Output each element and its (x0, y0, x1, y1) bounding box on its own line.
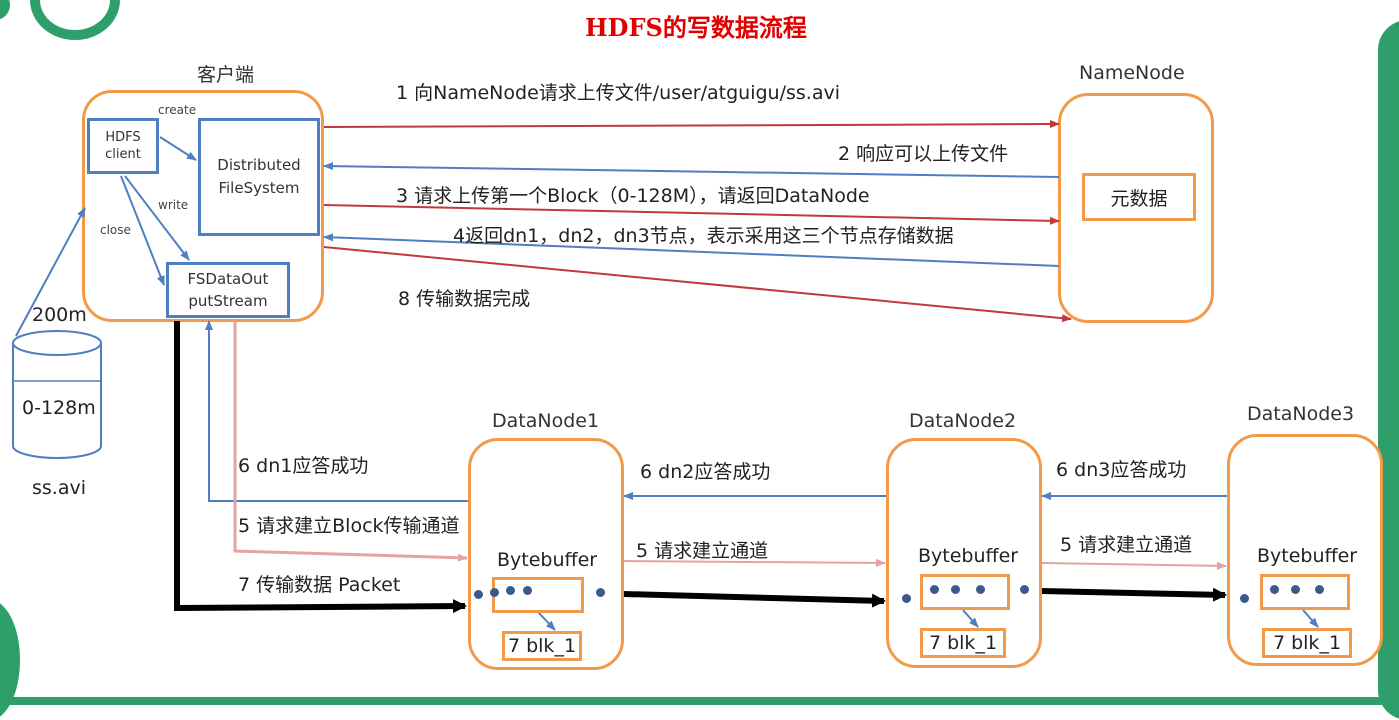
datanode3-blk-label: 7 blk_1 (1272, 632, 1342, 654)
hdfs-client-box[interactable]: HDFS client (87, 118, 159, 174)
packet-dot-dn2-2 (951, 585, 960, 594)
datanode3-label: DataNode3 (1247, 403, 1355, 425)
packet-dot-dn1-4 (596, 588, 605, 597)
create-label: create (158, 103, 197, 117)
distributed-filesystem-label: Distributed FileSystem (217, 156, 301, 197)
step1-label: 1 向NameNode请求上传文件/user/atguigu/ss.avi (396, 82, 840, 104)
step1-arrow (323, 120, 1060, 129)
step5-dn2-label: 5 请求建立通道 (636, 540, 769, 562)
packet-dot-dn2-1 (930, 585, 939, 594)
hdfs-client-label: HDFS client (105, 130, 141, 162)
datanode2-blk-label: 7 blk_1 (928, 632, 998, 654)
datanode1-label: DataNode1 (492, 410, 600, 432)
corner-logo-decor (30, 0, 120, 40)
step6-dn1-label: 6 dn1应答成功 (238, 455, 369, 477)
packet-dot-dn1-1 (490, 588, 499, 597)
datanode2-buffer-label: Bytebuffer (918, 545, 1019, 567)
datanode1-blk-label: 7 blk_1 (507, 635, 577, 657)
datanode1-blk-box: 7 blk_1 (502, 631, 582, 661)
dn1-to-dn2-packet-arrow (623, 591, 886, 608)
client-label: 客户端 (197, 64, 255, 86)
step8-label: 8 传输数据完成 (398, 288, 531, 310)
top-left-decor (0, 0, 10, 20)
datanode3-buffer-label: Bytebuffer (1257, 545, 1358, 567)
datanode2-blk-box: 7 blk_1 (920, 628, 1006, 658)
packet-dot-dn1-2 (506, 586, 515, 595)
step7-label: 7 传输数据 Packet (238, 574, 401, 596)
step5-dn3-arrow (1041, 561, 1227, 570)
file-name-label: ss.avi (32, 477, 87, 499)
page-title: HDFS的写数据流程 (585, 13, 807, 42)
namenode-label: NameNode (1079, 62, 1185, 84)
step4-label: 4返回dn1，dn2，dn3节点，表示采用这三个节点存储数据 (453, 225, 954, 247)
datanode3-buffer-box (1260, 574, 1350, 610)
bottom-left-decor (0, 600, 20, 720)
step5-dn3-label: 5 请求建立通道 (1060, 534, 1193, 556)
datanode3-blk-box: 7 blk_1 (1262, 628, 1352, 658)
metadata-box: 元数据 (1082, 173, 1196, 221)
distributed-filesystem-box[interactable]: Distributed FileSystem (198, 118, 320, 236)
file-size-label: 200m (32, 304, 87, 326)
file-block-label: 0-128m (22, 397, 96, 419)
datanode2-label: DataNode2 (909, 410, 1017, 432)
step3-label: 3 请求上传第一个Block（0-128M），请返回DataNode (396, 185, 870, 207)
step6-dn3-label: 6 dn3应答成功 (1056, 459, 1187, 481)
fsdataoutputstream-box[interactable]: FSDataOut putStream (166, 262, 290, 318)
packet-dot-dn3-3 (1315, 585, 1324, 594)
datanode1-buffer-label: Bytebuffer (497, 549, 598, 571)
step2-arrow (323, 162, 1060, 178)
step2-label: 2 响应可以上传文件 (838, 143, 1009, 165)
packet-dot-dn3-outside (1240, 594, 1249, 603)
metadata-label: 元数据 (1110, 187, 1168, 210)
packet-dot-dn2-3 (976, 585, 985, 594)
bottom-edge-decor (0, 697, 1399, 705)
datanode1-buffer-box (492, 577, 584, 613)
step6-dn2-label: 6 dn2应答成功 (640, 461, 771, 483)
packet-dot-dn2-4 (1020, 585, 1029, 594)
dn2-to-dn3-packet-arrow (1041, 587, 1227, 602)
packet-dot-dn3-2 (1291, 585, 1300, 594)
fsdataoutputstream-label: FSDataOut putStream (187, 270, 269, 310)
close-label: close (100, 223, 131, 237)
packet-dot-dn1-3 (523, 586, 532, 595)
write-label: write (158, 198, 189, 212)
right-edge-decor (1378, 20, 1399, 720)
file-cylinder (12, 330, 102, 459)
packet-dot-dn3-1 (1270, 585, 1279, 594)
packet-dot-dn2-outside (902, 594, 911, 603)
step5-dn1-label: 5 请求建立Block传输通道 (238, 515, 460, 537)
packet-dot-dn1-outside (474, 590, 483, 599)
